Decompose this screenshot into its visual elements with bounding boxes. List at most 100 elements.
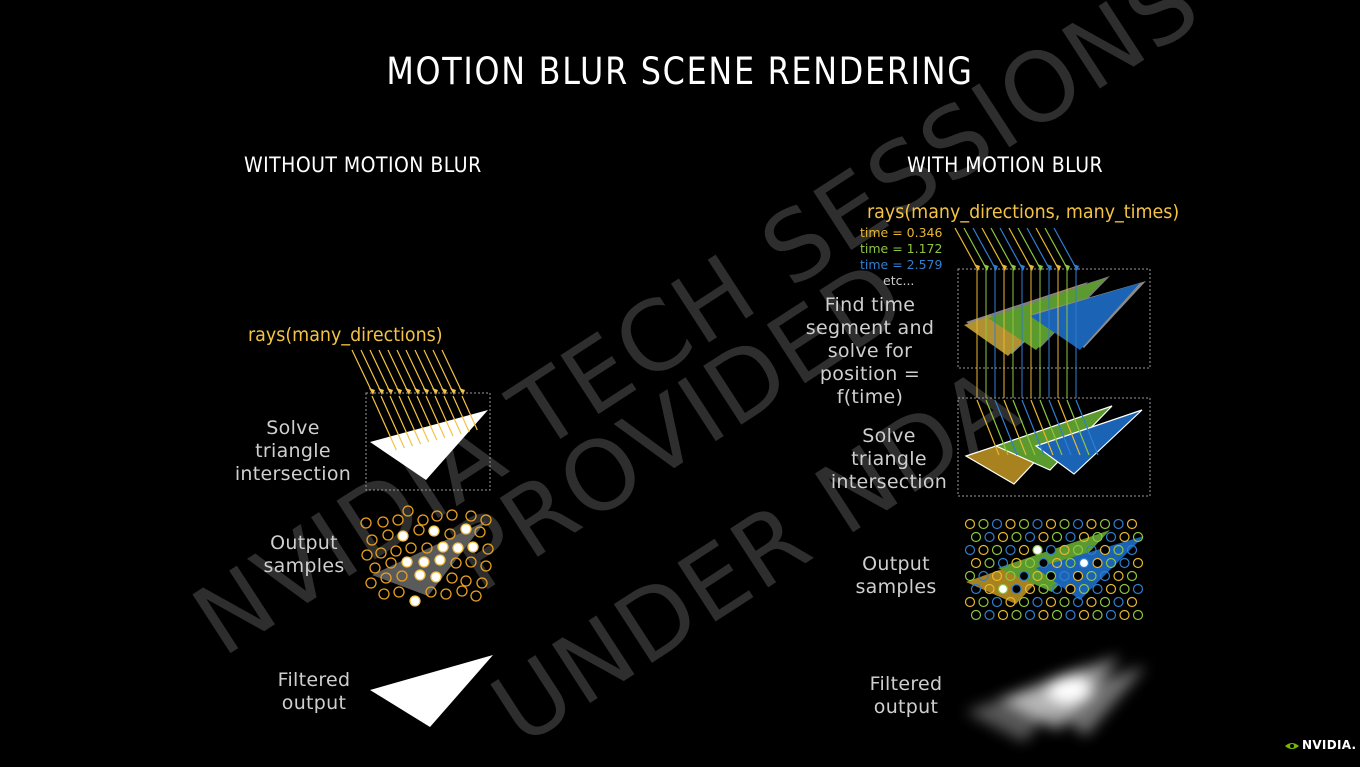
ray-line (371, 395, 397, 451)
sample-circle (470, 590, 482, 602)
sample-circle (1072, 596, 1084, 608)
sample-circle (1119, 609, 1130, 621)
sample-circle (1024, 557, 1036, 569)
sample-circle (984, 557, 995, 569)
sample-circle (1078, 531, 1090, 543)
sample-circle (1099, 596, 1111, 608)
sample-circle (1105, 557, 1117, 569)
sample-circle (409, 595, 421, 607)
sample-circle (984, 531, 995, 543)
ray-line (398, 395, 422, 445)
sample-circle (1038, 557, 1049, 569)
sample-circle (365, 577, 377, 589)
time-ray-arrowhead (1037, 264, 1043, 271)
sample-circle (1032, 518, 1043, 530)
sample-circle (1065, 609, 1076, 621)
sample-circle (978, 570, 989, 582)
sample-circle (1072, 518, 1084, 530)
sample-circle (452, 542, 464, 554)
sample-circle (1032, 596, 1043, 608)
sample-circle (366, 534, 378, 546)
right-samples-blue (1036, 536, 1144, 600)
ray-line (452, 395, 470, 433)
time-ray-line (972, 227, 996, 269)
sample-circle (1051, 557, 1063, 569)
sample-circle (474, 526, 486, 538)
right-step-filtered: Filtered output (869, 673, 943, 718)
left-rays (351, 349, 465, 395)
sample-circle (446, 572, 458, 584)
sample-circle (434, 554, 446, 566)
time-ray-arrowhead (1001, 264, 1007, 271)
right-tri-blue (1034, 409, 1143, 475)
sample-circle (480, 560, 492, 572)
sample-circle (375, 547, 387, 559)
slide-title: MOTION BLUR SCENE RENDERING (386, 50, 974, 93)
sample-circle (1113, 518, 1124, 530)
sample-circle (378, 588, 390, 600)
time-ray-line (963, 227, 987, 269)
sample-circle (1018, 518, 1030, 530)
left-sample-circles (360, 505, 494, 607)
sample-circle (1092, 557, 1103, 569)
sample-circle (1099, 544, 1111, 556)
sample-circle (964, 596, 976, 608)
sample-circle (1078, 557, 1090, 569)
ray-arrowhead (432, 388, 438, 395)
sample-circle (970, 609, 982, 621)
sample-circle (991, 596, 1003, 608)
sample-circle (397, 530, 409, 542)
sample-circle (1086, 544, 1097, 556)
time-ray-arrowhead (1064, 264, 1070, 271)
sample-circle (997, 531, 1009, 543)
sample-circle (1119, 557, 1130, 569)
time-ray-line (976, 399, 1000, 456)
time-ray-line (1039, 399, 1063, 456)
sample-circle (430, 571, 442, 583)
sample-circle (480, 514, 492, 526)
time-ray-arrowhead (992, 264, 998, 271)
sample-circle (1086, 596, 1097, 608)
sample-circle (1005, 596, 1016, 608)
sample-circle (1038, 583, 1049, 595)
ray-arrowhead (387, 388, 393, 395)
sample-circle (421, 542, 433, 554)
sample-circle (978, 518, 989, 530)
time-ray-line (1066, 399, 1090, 456)
right-step-intersect: Solve triangle intersection (830, 425, 948, 493)
sample-circle (978, 544, 989, 556)
sample-circle (1072, 570, 1084, 582)
time-ray-line (985, 399, 1009, 456)
time-ray-line (1053, 227, 1077, 269)
right-rays-2 (976, 399, 1099, 456)
sample-circle (991, 544, 1003, 556)
sample-circle (1065, 583, 1076, 595)
sample-circle (1045, 596, 1057, 608)
sample-circle (1092, 583, 1103, 595)
sample-circle (1011, 583, 1022, 595)
time-label-2: time = 1.172 (860, 241, 943, 256)
sample-circle (401, 556, 413, 568)
left-filtered-triangle (370, 655, 493, 727)
sample-circle (1051, 531, 1063, 543)
sample-circle (1018, 570, 1030, 582)
sample-circle (1005, 518, 1016, 530)
sample-circle (1024, 583, 1036, 595)
left-step-filtered: Filtered output (277, 669, 351, 714)
sample-circle (382, 529, 394, 541)
ray-line (369, 349, 391, 393)
ray-arrowhead (441, 388, 447, 395)
ray-line (461, 395, 478, 431)
sample-circle (984, 609, 995, 621)
sample-circle (392, 514, 404, 526)
ray-arrowhead (459, 388, 465, 395)
sample-circle (1032, 570, 1043, 582)
sample-circle (385, 557, 397, 569)
sample-circle (970, 557, 982, 569)
ray-line (425, 395, 446, 439)
sample-circle (997, 557, 1009, 569)
time-ray-line (990, 227, 1014, 269)
right-intersect-box (957, 397, 1151, 497)
ray-arrowhead (378, 388, 384, 395)
